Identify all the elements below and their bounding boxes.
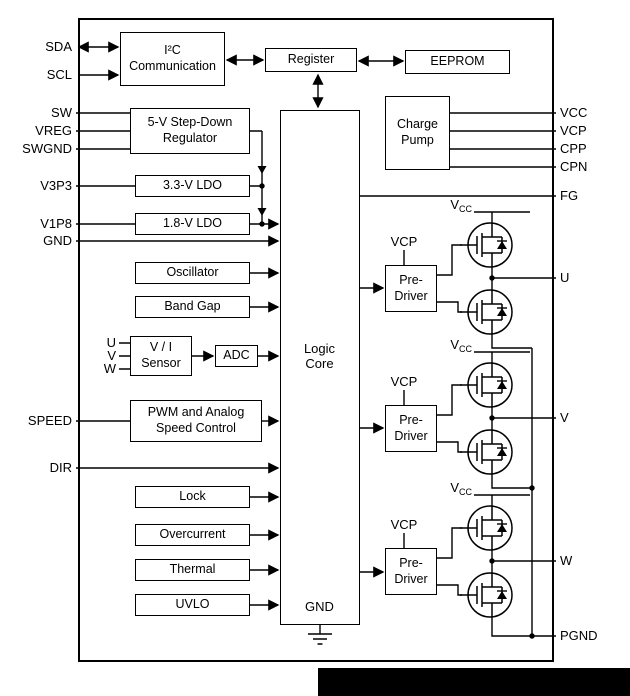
sensor-input-w: W [103, 361, 116, 376]
pin-label-swgnd: SWGND [22, 141, 72, 156]
block-pwm-speed-control: PWM and Analog Speed Control [130, 400, 262, 442]
plain-wires [76, 112, 556, 645]
sensor-input-u: U [106, 335, 116, 350]
pin-label-vreg: VREG [35, 123, 72, 138]
block-pre-driver-v: Pre- Driver [385, 405, 437, 452]
block-pre-driver-u: Pre- Driver [385, 265, 437, 312]
vcc-sub: CC [459, 204, 472, 214]
block-register: Register [265, 48, 357, 72]
logic-core-label: Logic Core [303, 341, 336, 371]
block-charge-pump: Charge Pump [385, 96, 450, 170]
feed-arrowheads [257, 166, 267, 216]
vcc-sub: CC [459, 344, 472, 354]
pin-label-sda: SDA [45, 39, 72, 54]
pin-label-w: W [560, 553, 573, 568]
sensor-input-v: V [107, 348, 116, 363]
block-band-gap: Band Gap [135, 296, 250, 318]
block-overcurrent: Overcurrent [135, 524, 250, 546]
block-i2c-communication: I²C Communication [120, 32, 225, 86]
chip-boundary [78, 18, 554, 662]
vcc-main: V [450, 337, 459, 352]
vcc-main: V [450, 480, 459, 495]
vcp-supply-label-u: VCP [390, 234, 418, 249]
vcc-rail-label-v: VCC [430, 337, 472, 354]
pin-label-v1p8: V1P8 [40, 216, 72, 231]
vcc-sub: CC [459, 487, 472, 497]
block-oscillator: Oscillator [135, 262, 250, 284]
junction-dots [259, 183, 535, 639]
pin-label-v3p3: V3P3 [40, 178, 72, 193]
block-lock: Lock [135, 486, 250, 508]
block-logic-core: Logic Core GND [280, 110, 360, 625]
block-pre-driver-w: Pre- Driver [385, 548, 437, 595]
pin-label-vcc: VCC [560, 105, 588, 120]
pin-label-cpp: CPP [560, 141, 587, 156]
pin-label-pgnd: PGND [560, 628, 598, 643]
vcp-supply-label-v: VCP [390, 374, 418, 389]
block-ldo-1v8: 1.8-V LDO [135, 213, 250, 235]
pin-label-cpn: CPN [560, 159, 588, 174]
block-adc: ADC [215, 345, 258, 367]
block-uvlo: UVLO [135, 594, 250, 616]
pin-label-fg: FG [560, 188, 579, 203]
vcc-rail-label-u: VCC [430, 197, 472, 214]
arrow-wires [76, 41, 405, 611]
vcc-rail-label-w: VCC [430, 480, 472, 497]
logic-core-gnd-label: GND [305, 599, 334, 614]
block-ldo-3v3: 3.3-V LDO [135, 175, 250, 197]
pin-label-vcp: VCP [560, 123, 587, 138]
pin-label-speed: SPEED [27, 413, 72, 428]
pin-label-gnd: GND [43, 233, 72, 248]
block-eeprom: EEPROM [405, 50, 510, 74]
bottom-black-bar [318, 668, 630, 696]
block-step-down-regulator: 5-V Step-Down Regulator [130, 108, 250, 154]
vcc-main: V [450, 197, 459, 212]
vcp-supply-label-w: VCP [390, 517, 418, 532]
block-thermal: Thermal [135, 559, 250, 581]
pin-label-scl: SCL [46, 67, 72, 82]
pin-label-u: U [560, 270, 570, 285]
pin-label-v: V [560, 410, 569, 425]
block-vi-sensor: V / I Sensor [130, 336, 192, 376]
pin-label-dir: DIR [49, 460, 72, 475]
pin-label-sw: SW [51, 105, 72, 120]
